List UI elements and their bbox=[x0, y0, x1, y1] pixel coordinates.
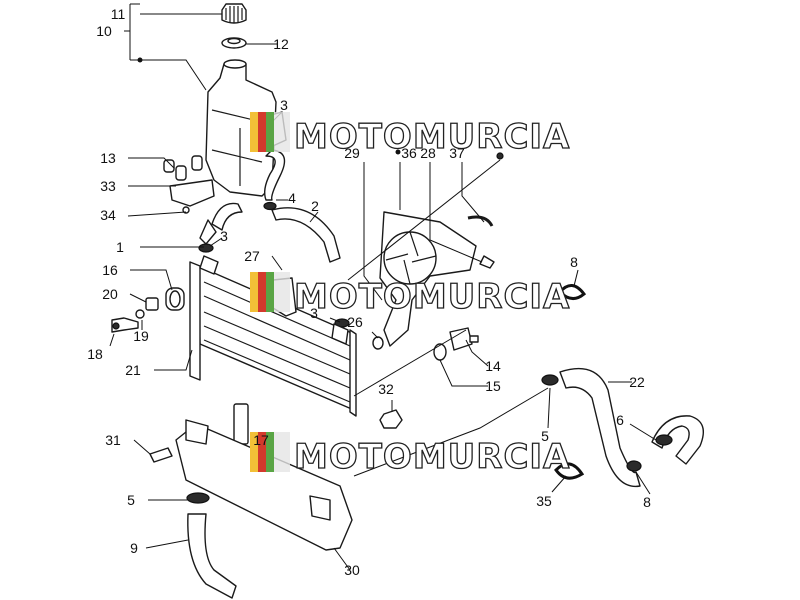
watermark-logo-bar bbox=[258, 432, 266, 472]
hose-clamps-right bbox=[541, 374, 673, 472]
cap-seal-ring bbox=[221, 37, 247, 49]
watermark-logo-bar bbox=[266, 432, 274, 472]
callout-30: 30 bbox=[344, 562, 360, 578]
expansion-tank-cap bbox=[221, 3, 247, 24]
clip-ring bbox=[467, 215, 494, 227]
spring-clip-8 bbox=[557, 284, 587, 300]
callout-12: 12 bbox=[273, 36, 289, 52]
breather-hose bbox=[271, 207, 341, 263]
bleed-hose bbox=[263, 149, 286, 201]
callout-21: 21 bbox=[125, 362, 141, 378]
callout-36: 36 bbox=[401, 145, 417, 161]
callout-14: 14 bbox=[485, 358, 501, 374]
callout-22: 22 bbox=[629, 374, 645, 390]
watermark-label: MOTOMURCIA bbox=[294, 117, 570, 157]
callout-31: 31 bbox=[105, 432, 121, 448]
leader-lines bbox=[109, 3, 657, 571]
callout-5: 5 bbox=[127, 492, 135, 508]
hose-9 bbox=[186, 492, 237, 599]
callout-18: 18 bbox=[87, 346, 103, 362]
callout-2: 2 bbox=[311, 198, 319, 214]
watermark-logo-bar bbox=[250, 112, 258, 152]
callout-37: 37 bbox=[449, 145, 465, 161]
callout-33: 33 bbox=[100, 178, 116, 194]
tank-bracket bbox=[169, 179, 215, 214]
thermal-switch bbox=[449, 327, 479, 351]
callout-4: 4 bbox=[288, 190, 296, 206]
cover-screw bbox=[149, 447, 173, 463]
watermark-label: MOTOMURCIA bbox=[294, 277, 570, 317]
hose-22 bbox=[559, 367, 704, 488]
callout-27: 27 bbox=[244, 248, 260, 264]
radiator-washer bbox=[135, 309, 145, 319]
radiator-lower-cover bbox=[175, 419, 353, 551]
watermark-logo-bar bbox=[274, 432, 290, 472]
spring-clip-35 bbox=[554, 462, 585, 480]
callout-20: 20 bbox=[102, 286, 118, 302]
callout-5: 5 bbox=[541, 428, 549, 444]
callout-3: 3 bbox=[310, 305, 318, 321]
watermark-middle: MOTOMURCIA bbox=[250, 272, 570, 318]
callout-1: 1 bbox=[116, 239, 124, 255]
watermark-logo-bar bbox=[274, 112, 290, 152]
callout-16: 16 bbox=[102, 262, 118, 278]
callout-3: 3 bbox=[280, 97, 288, 113]
watermark-logo-bar bbox=[266, 272, 274, 312]
callout-32: 32 bbox=[378, 381, 394, 397]
callout-35: 35 bbox=[536, 493, 552, 509]
watermark-logo-bar bbox=[258, 272, 266, 312]
callout-10: 10 bbox=[96, 23, 112, 39]
sensor-17 bbox=[233, 403, 249, 445]
rubber-washer-26 bbox=[372, 336, 384, 350]
fan-shroud bbox=[379, 211, 477, 347]
callout-3: 3 bbox=[220, 228, 228, 244]
callout-19: 19 bbox=[133, 328, 149, 344]
callout-8: 8 bbox=[570, 254, 578, 270]
radiator-mount-grommet bbox=[165, 287, 185, 311]
radiator-screw bbox=[111, 317, 139, 333]
callout-6: 6 bbox=[616, 412, 624, 428]
callout-8: 8 bbox=[643, 494, 651, 510]
callout-11: 11 bbox=[111, 6, 126, 22]
nut-32 bbox=[379, 409, 403, 429]
watermark-top: MOTOMURCIA bbox=[250, 112, 570, 158]
callout-15: 15 bbox=[485, 378, 501, 394]
watermark-logo-bar bbox=[250, 432, 258, 472]
radiator bbox=[189, 255, 357, 417]
o-ring bbox=[433, 343, 447, 361]
radiator-spacer bbox=[145, 297, 159, 311]
callout-17: 17 bbox=[253, 432, 269, 448]
callout-9: 9 bbox=[130, 540, 138, 556]
callout-28: 28 bbox=[420, 145, 436, 161]
watermark-logo-bar bbox=[258, 112, 266, 152]
tank-rubber-mounts bbox=[163, 155, 203, 181]
callout-34: 34 bbox=[100, 207, 116, 223]
watermark-logo-bar bbox=[274, 272, 290, 312]
callout-13: 13 bbox=[100, 150, 116, 166]
callout-29: 29 bbox=[344, 145, 360, 161]
shroud-screw bbox=[479, 152, 504, 269]
watermark-logo-bar bbox=[266, 112, 274, 152]
callout-26: 26 bbox=[347, 314, 363, 330]
watermark-bottom: MOTOMURCIA bbox=[250, 432, 570, 478]
watermark-logo-bar bbox=[250, 272, 258, 312]
watermark-label: MOTOMURCIA bbox=[294, 437, 570, 477]
